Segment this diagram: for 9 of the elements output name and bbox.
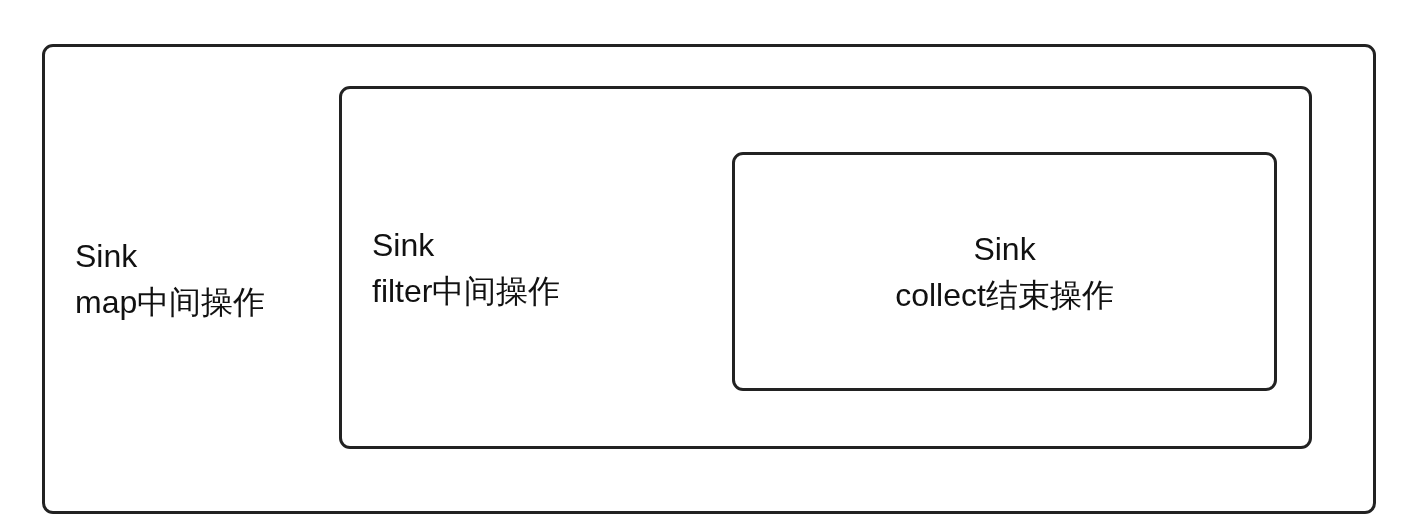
box-label: filter中间操作 (372, 271, 561, 311)
box-label: Sink (973, 229, 1036, 269)
box-label: map中间操作 (75, 283, 266, 322)
box-label: collect结束操作 (895, 275, 1114, 315)
nested-box (42, 44, 1376, 514)
nested-box (732, 152, 1277, 391)
box-label: Sink (75, 237, 138, 276)
nested-box (339, 86, 1312, 449)
box-label: Sink (372, 225, 435, 265)
